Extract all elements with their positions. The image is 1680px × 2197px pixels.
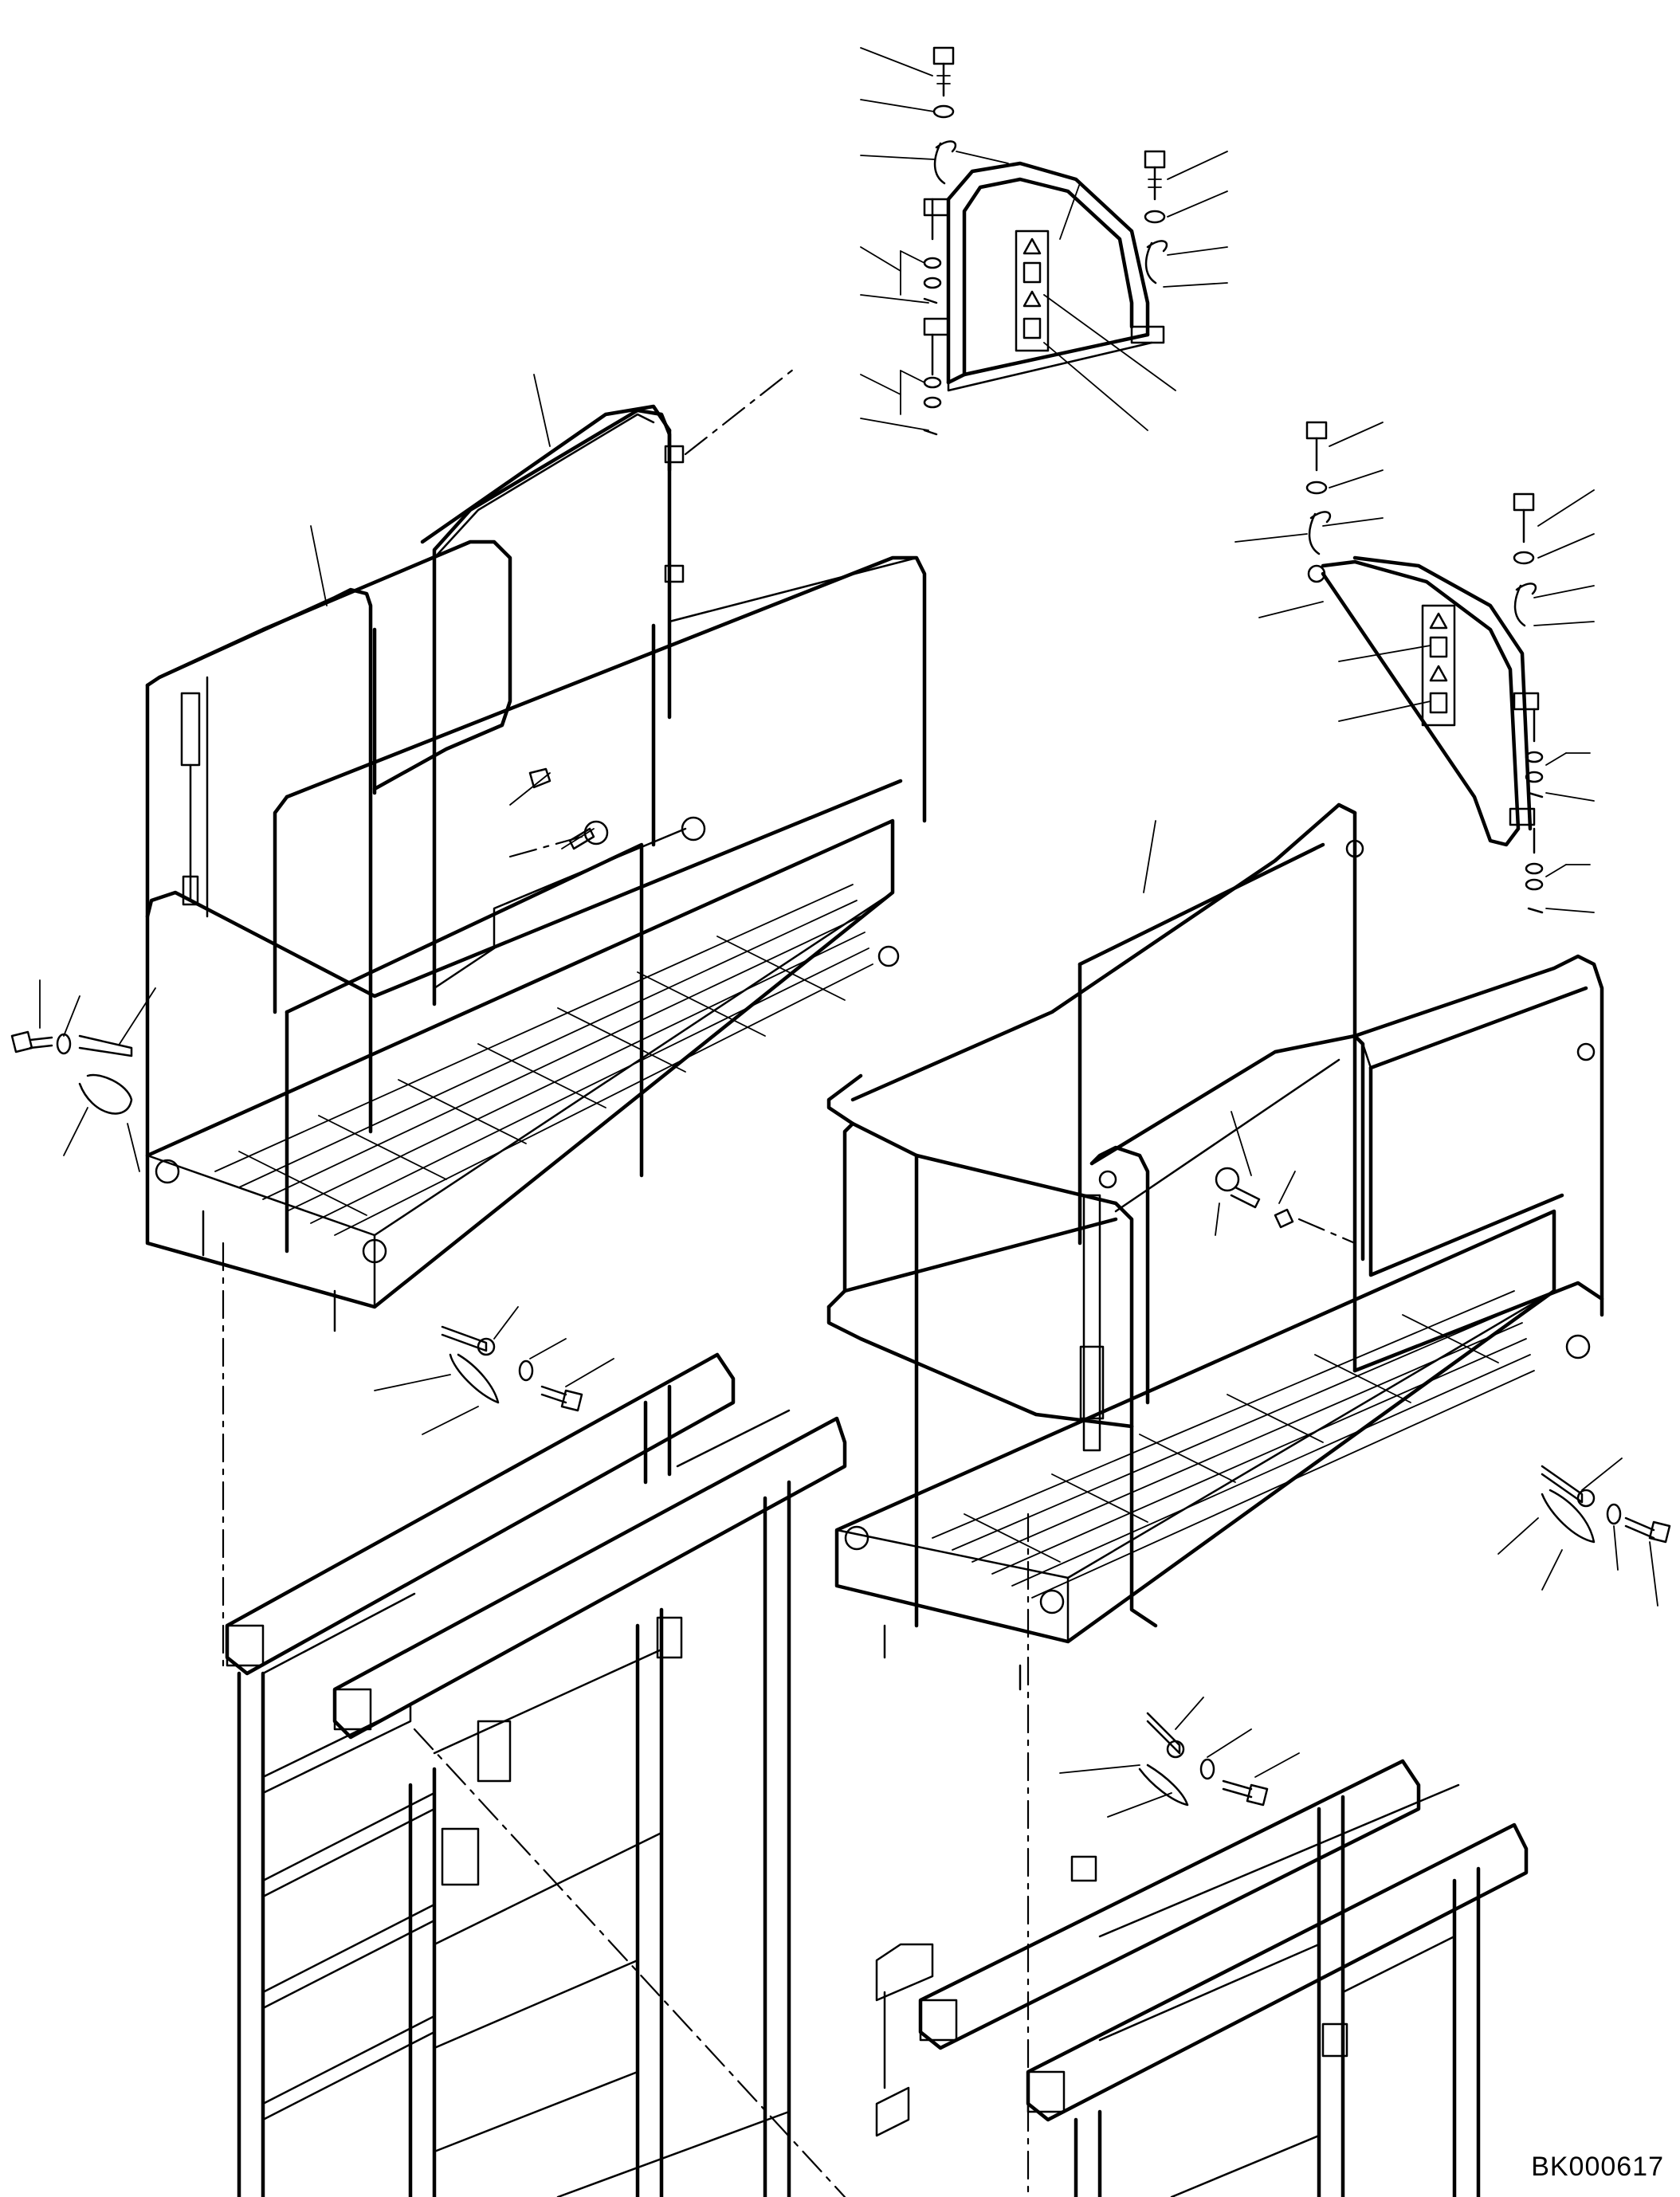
left-platform-bracket xyxy=(155,1159,180,1184)
drawing-reference-code: BK000617 xyxy=(1531,2152,1664,2182)
right-platform-grating xyxy=(932,1290,1535,1599)
warning-decal-icon xyxy=(1023,237,1042,255)
warning-decal-icon xyxy=(1023,290,1042,308)
right-platform-bracket xyxy=(1039,1589,1065,1614)
left-platform-bracket xyxy=(877,945,900,967)
right-platform-bracket xyxy=(1565,1334,1591,1359)
washer-icon xyxy=(1606,1503,1622,1525)
bolt-icon xyxy=(1305,421,1328,472)
left-platform-mount-tab xyxy=(664,564,685,583)
left-platform-bracket xyxy=(681,816,706,842)
warning-decal-icon xyxy=(1421,604,1456,727)
washer-icon xyxy=(923,396,942,409)
left-platform-hardware xyxy=(10,374,614,1435)
right-platform-bracket xyxy=(1576,1042,1596,1061)
washer-icon xyxy=(923,277,942,289)
left-platform-front-rail xyxy=(145,539,927,1253)
bolt-icon xyxy=(932,46,955,97)
right-platform-latch xyxy=(1079,1194,1105,1452)
bolt-icon xyxy=(1513,492,1535,543)
pin-icon xyxy=(1527,907,1544,914)
washer-icon xyxy=(923,376,942,389)
lanyard-clip-icon xyxy=(78,1073,133,1115)
nut-icon xyxy=(1274,1208,1294,1229)
right-platform-mount-tab xyxy=(1345,839,1364,858)
left-platform xyxy=(145,404,927,1332)
washer-icon xyxy=(1305,481,1328,495)
lanyard-clip-icon xyxy=(1308,511,1332,555)
left-platform-grating xyxy=(214,884,873,1236)
upper-gate-detail xyxy=(860,46,1228,436)
lanyard-clip-icon xyxy=(449,1353,500,1404)
pin-icon xyxy=(78,1034,133,1057)
washer-icon xyxy=(1513,551,1535,565)
lanyard-clip-icon xyxy=(1513,583,1537,627)
washer-icon xyxy=(923,257,942,269)
washer-icon xyxy=(1525,771,1544,783)
bolt-icon xyxy=(10,1030,53,1053)
right-platform-rails xyxy=(826,802,1604,1628)
alignment-center-lines xyxy=(222,365,1356,2197)
bolt-icon xyxy=(1144,150,1166,201)
right-platform-bracket xyxy=(1098,1170,1117,1189)
bolt-icon xyxy=(1222,1779,1269,1807)
right-platform-pin xyxy=(1215,1167,1294,1229)
bolt-icon xyxy=(1624,1516,1671,1544)
left-platform-latch xyxy=(180,676,209,918)
washer-icon xyxy=(1525,862,1544,875)
washer-icon xyxy=(518,1359,534,1382)
pin-icon xyxy=(441,1325,488,1352)
pin-icon xyxy=(923,429,938,436)
warning-decal-icon xyxy=(1023,317,1042,339)
side-gate-detail xyxy=(1234,421,1595,914)
left-platform-back-rail xyxy=(420,404,918,623)
right-platform-hardware xyxy=(1059,820,1671,1818)
warning-decal-icon xyxy=(1429,692,1448,714)
right-lower-frame xyxy=(875,1759,1529,2197)
warning-decal-icon xyxy=(1429,665,1448,682)
pin-icon xyxy=(1527,791,1544,798)
lanyard-clip-icon xyxy=(933,140,957,185)
left-platform-mount-tab xyxy=(664,445,685,464)
pin-icon xyxy=(923,297,938,304)
lanyard-clip-icon xyxy=(1541,1489,1596,1544)
warning-decal-icon xyxy=(1429,636,1448,658)
warning-decal-icon xyxy=(1023,261,1042,284)
left-platform-pin xyxy=(528,767,609,850)
warning-decal-icon xyxy=(1429,612,1448,630)
pin-icon xyxy=(1541,1465,1584,1504)
right-platform-floor xyxy=(834,1209,1556,1691)
washer-icon xyxy=(1199,1758,1215,1780)
lanyard-clip-icon xyxy=(1144,240,1168,284)
washer-icon xyxy=(56,1033,72,1055)
pin-icon xyxy=(1146,1712,1181,1755)
left-lower-frame xyxy=(225,1352,847,2197)
washer-icon xyxy=(1144,210,1166,224)
washer-icon xyxy=(1525,878,1544,891)
washer-icon xyxy=(932,104,955,119)
left-platform-rear-panel xyxy=(432,408,687,1006)
right-platform-bracket xyxy=(844,1525,869,1551)
lanyard-clip-icon xyxy=(1138,1763,1189,1807)
warning-decal-icon xyxy=(1015,230,1050,352)
bolt-icon xyxy=(540,1385,583,1412)
right-platform xyxy=(826,802,1604,1691)
washer-icon xyxy=(1525,751,1544,763)
left-platform-bracket xyxy=(362,1238,387,1264)
nut-icon xyxy=(528,767,551,789)
